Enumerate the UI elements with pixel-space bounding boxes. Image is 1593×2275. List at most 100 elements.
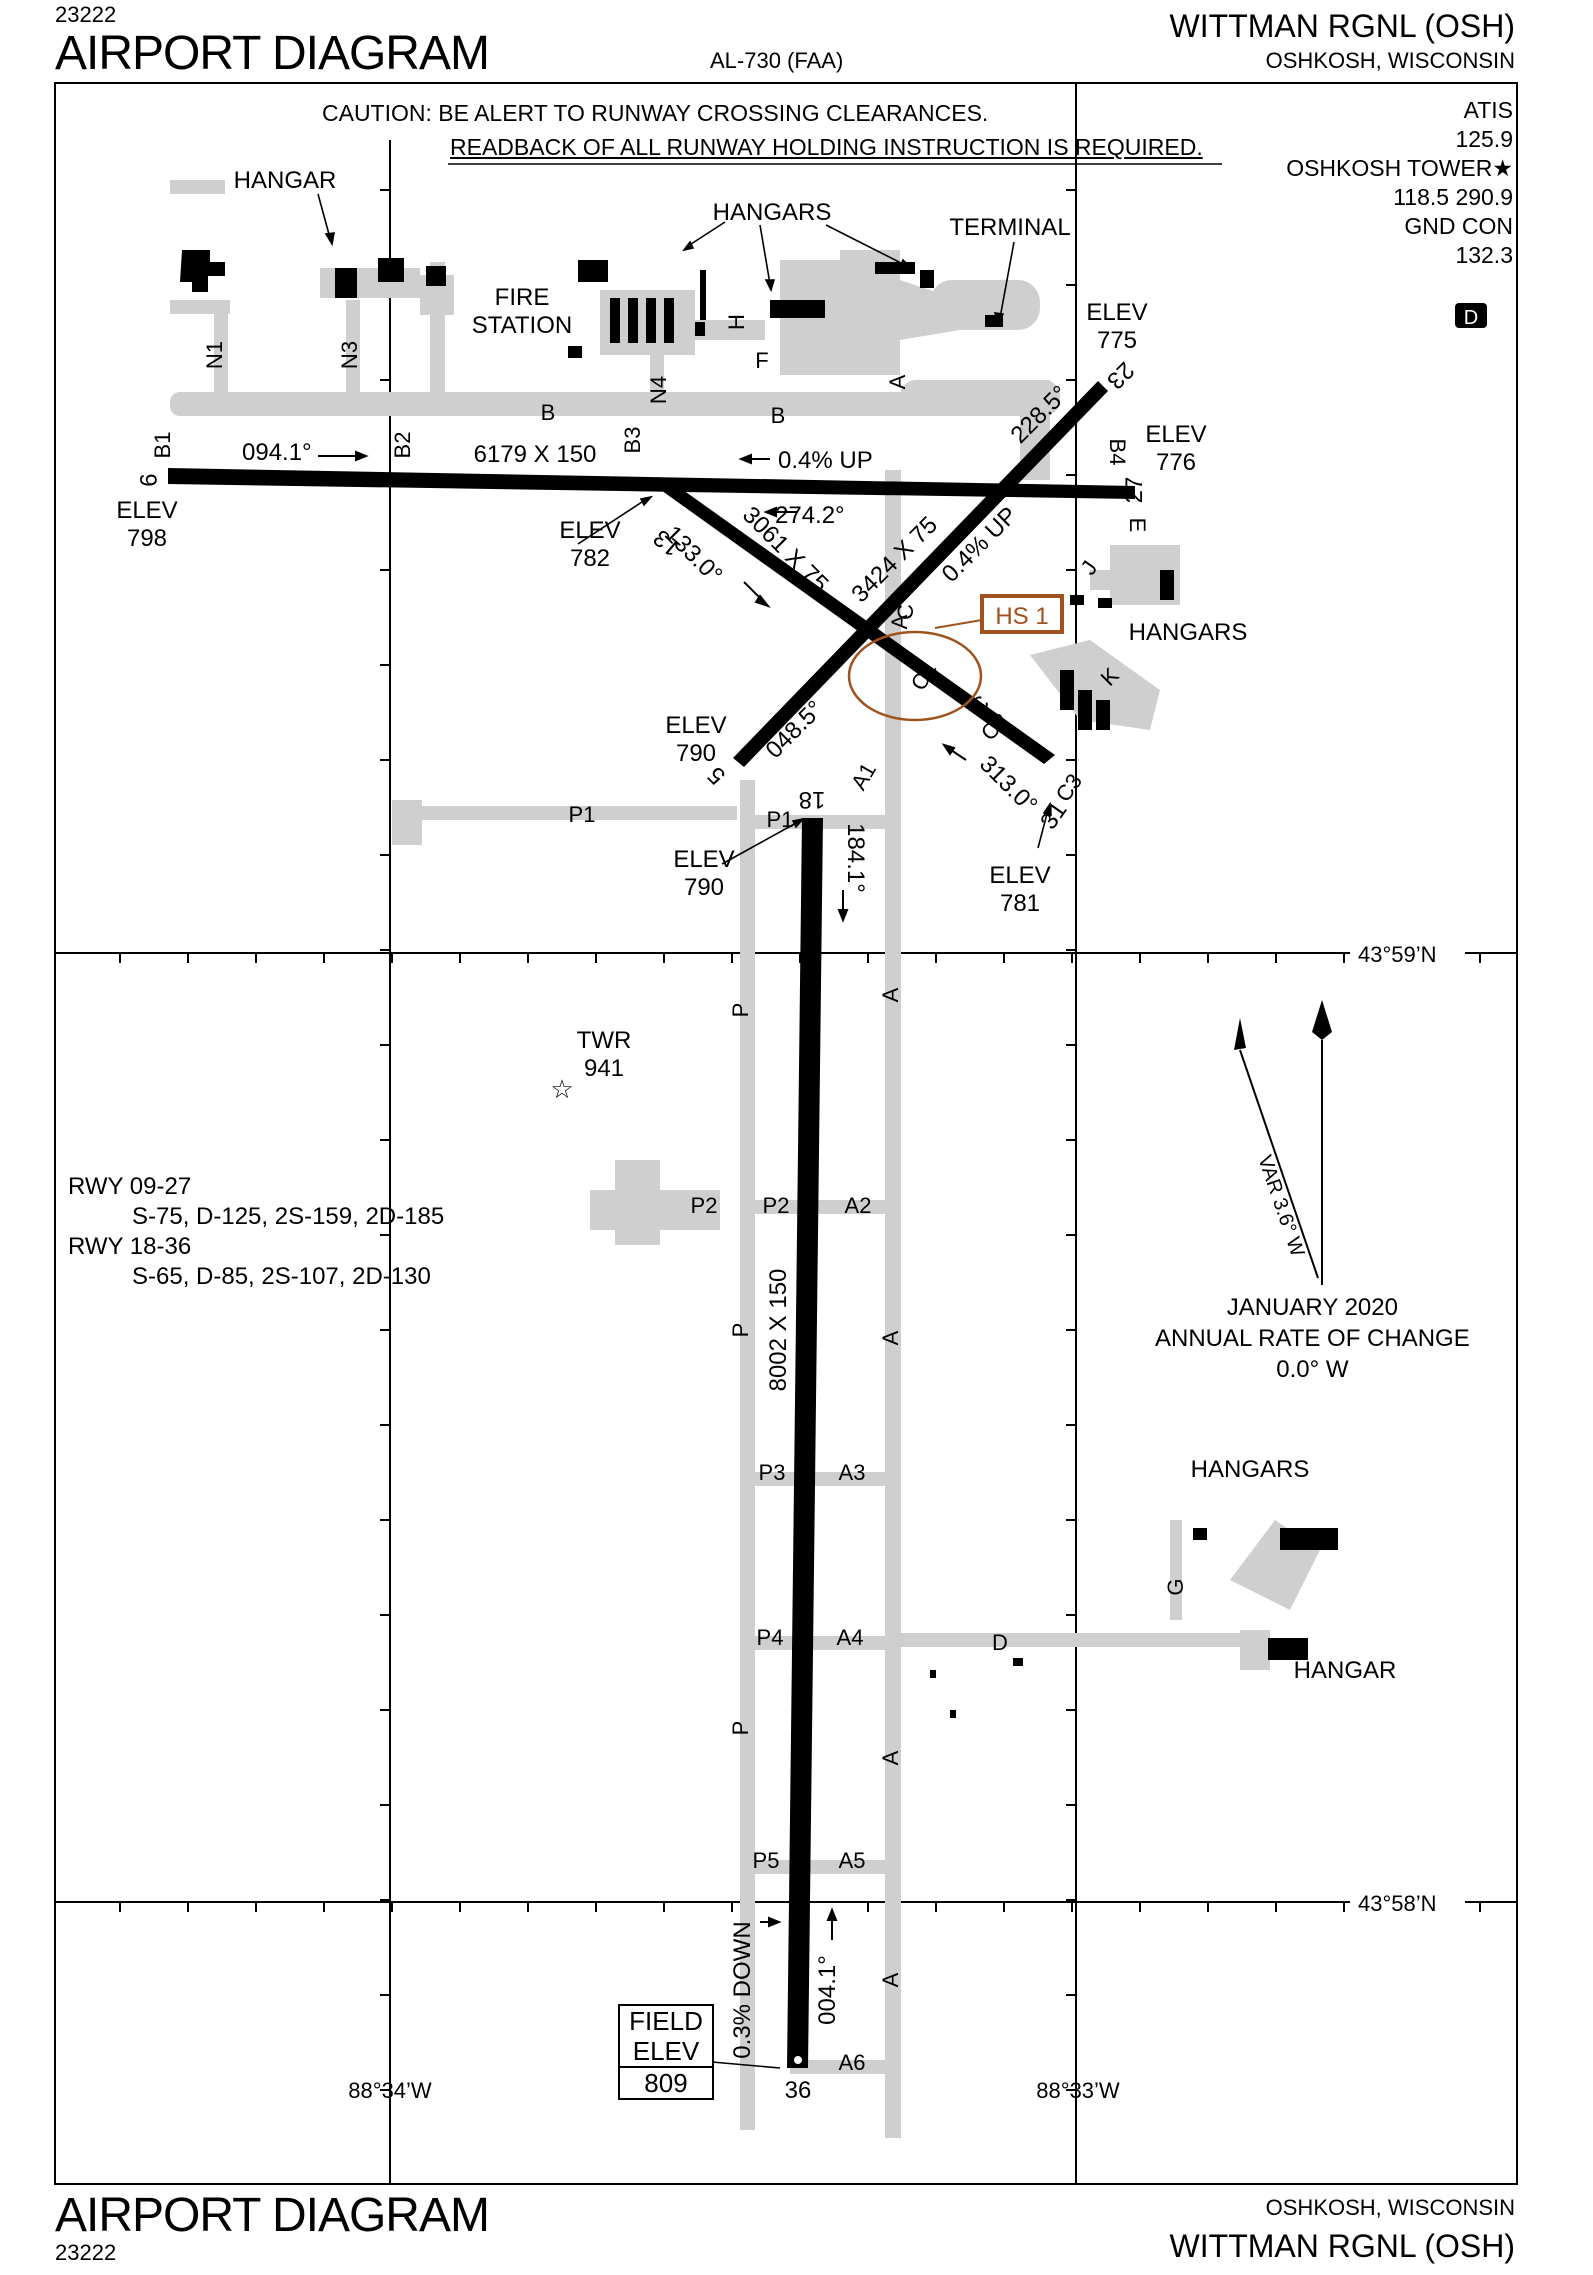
rwy-09-27-dims: 6179 X 150 [474, 441, 597, 468]
rwy-end-27: 27 [1121, 477, 1148, 504]
annual-change-value: 0.0° W [1276, 1356, 1349, 1383]
atis-frequency: 125.9 [1455, 126, 1513, 152]
footer-airport-name: WITTMAN RGNL (OSH) [1169, 2228, 1515, 2264]
airport-location: OSHKOSH, WISCONSIN [1265, 48, 1515, 73]
twy-F: F [755, 348, 768, 373]
rwy-end-36: 36 [785, 2077, 812, 2104]
twy-P3: P3 [759, 1460, 786, 1485]
runway-18-36 [787, 818, 823, 2068]
twy-A-north: A [885, 374, 910, 389]
label-hangar-se: HANGAR [1294, 1657, 1397, 1684]
label-hangars-se: HANGARS [1191, 1456, 1310, 1483]
twy-A4: A4 [837, 1625, 864, 1650]
twy-A2: A2 [845, 1193, 872, 1218]
elev-790b-value: 790 [684, 874, 724, 901]
rwy-18-36-strength: S-65, D-85, 2S-107, 2D-130 [132, 1263, 431, 1290]
elev-782-label: ELEV [559, 517, 620, 544]
tower-icon: ☆ [550, 1074, 573, 1104]
rwy-09-27-strength: S-75, D-125, 2S-159, 2D-185 [132, 1203, 445, 1230]
field-elevation-box: FIELD ELEV 809 [618, 2004, 714, 2100]
rwy-09-27-slope: 0.4% UP [778, 447, 873, 474]
tower-label: TWR [577, 1027, 632, 1054]
communications-block: ATIS 125.9 OSHKOSH TOWER★ 118.5 290.9 GN… [1286, 96, 1513, 270]
twy-H: H [724, 314, 749, 330]
rwy-18-36-slope: 0.3% DOWN [729, 1921, 756, 2058]
twy-A6: A6 [839, 2050, 866, 2075]
twy-B-west: B [541, 400, 556, 425]
twy-B1: B1 [150, 432, 175, 459]
field-label: FIELD [629, 2006, 703, 2036]
atis-label: ATIS [1463, 97, 1513, 123]
lat-43-59: 43°59’N [1358, 942, 1437, 967]
twy-P-2: P [728, 1323, 753, 1338]
rwy-end-9: 9 [134, 473, 161, 486]
elev-775-label: ELEV [1086, 299, 1147, 326]
label-hangars-east: HANGARS [1129, 619, 1248, 646]
twy-A-4: A [878, 1972, 903, 1987]
airport-name: WITTMAN RGNL (OSH) [1169, 8, 1515, 44]
twy-B2: B2 [390, 432, 415, 459]
twy-P4: P4 [757, 1625, 784, 1650]
twy-P1: P1 [767, 807, 794, 832]
chart-title: AIRPORT DIAGRAM [55, 27, 490, 80]
hotspot-ellipse [847, 630, 983, 722]
rwy-end-18: 18 [799, 786, 826, 813]
twy-D: D [992, 1630, 1008, 1655]
twy-P2-west: P2 [691, 1193, 718, 1218]
twy-A-1: A [878, 987, 903, 1002]
taxiway-network [170, 180, 1320, 2138]
elev-776-value: 776 [1156, 449, 1196, 476]
twy-E: E [1125, 518, 1150, 533]
caution-note: CAUTION: BE ALERT TO RUNWAY CROSSING CLE… [322, 96, 1203, 164]
footer-location: OSHKOSH, WISCONSIN [1265, 2195, 1515, 2220]
heading-arrows [318, 450, 967, 1940]
rwy-end-23: 23 [1101, 356, 1139, 394]
coordinate-labels: 43°59’N 43°58’N 88°34’W 88°33’W [348, 940, 1465, 2103]
rwy-18-36-strength-label: RWY 18-36 [68, 1233, 192, 1260]
footer-title: AIRPORT DIAGRAM [55, 2189, 490, 2242]
twy-A-2: A [878, 1330, 903, 1345]
rwy-18-hdg: 184.1° [842, 823, 869, 893]
runway-05-23 [733, 381, 1108, 767]
north-arrow [1234, 1000, 1332, 1285]
building-labels: HANGAR HANGARS TERMINAL FIRE STATION HAN… [234, 167, 1397, 1684]
magnetic-info: JANUARY 2020 ANNUAL RATE OF CHANGE 0.0° … [1155, 1292, 1470, 1385]
caution-line-1: CAUTION: BE ALERT TO RUNWAY CROSSING CLE… [322, 100, 989, 126]
twy-B4: B4 [1105, 439, 1130, 466]
buildings [180, 250, 1338, 1718]
twy-N4: N4 [646, 376, 671, 404]
hotspot-leader [934, 619, 983, 629]
twy-B-east: B [771, 403, 786, 428]
chart-frame [54, 82, 1518, 2185]
lon-88-33: 88°33’W [1036, 2078, 1120, 2103]
twy-N3: N3 [337, 341, 362, 369]
rwy-31-hdg: 313.0° [974, 751, 1042, 819]
lat-43-58: 43°58’N [1358, 1891, 1437, 1916]
caution-line-2: READBACK OF ALL RUNWAY HOLDING INSTRUCTI… [450, 134, 1203, 160]
twy-A1: A1 [846, 758, 881, 794]
twy-A5: A5 [839, 1848, 866, 1873]
twy-C: C [893, 604, 918, 620]
label-station: STATION [472, 312, 572, 339]
rwy-09-hdg: 094.1° [242, 439, 312, 466]
lon-88-34: 88°34’W [348, 2078, 432, 2103]
runway-13-31 [658, 480, 1055, 764]
twy-C3: C3 [1051, 769, 1088, 806]
tower-label: OSHKOSH TOWER★ [1286, 155, 1513, 181]
twy-P-1: P [728, 1003, 753, 1018]
tower-elev: 941 [584, 1055, 624, 1082]
twy-P1-west: P1 [569, 802, 596, 827]
elev-776-label: ELEV [1145, 421, 1206, 448]
twy-N1: N1 [202, 341, 227, 369]
runways [168, 381, 1135, 2068]
annual-change-label: ANNUAL RATE OF CHANGE [1155, 1325, 1470, 1352]
rwy-36-hdg: 004.1° [814, 1955, 841, 2025]
label-terminal: TERMINAL [949, 214, 1070, 241]
elev-781-value: 781 [1000, 890, 1040, 917]
twy-G: G [1163, 1578, 1188, 1595]
taxiway-labels: B1 B2 B3 B4 N1 N3 N4 B B H F A E J K C A… [150, 314, 1188, 2075]
elev-781-label: ELEV [989, 862, 1050, 889]
hotspot-box[interactable] [980, 594, 1064, 634]
tower-frequency: 118.5 290.9 [1393, 184, 1513, 210]
twy-P-3: P [728, 1721, 753, 1736]
